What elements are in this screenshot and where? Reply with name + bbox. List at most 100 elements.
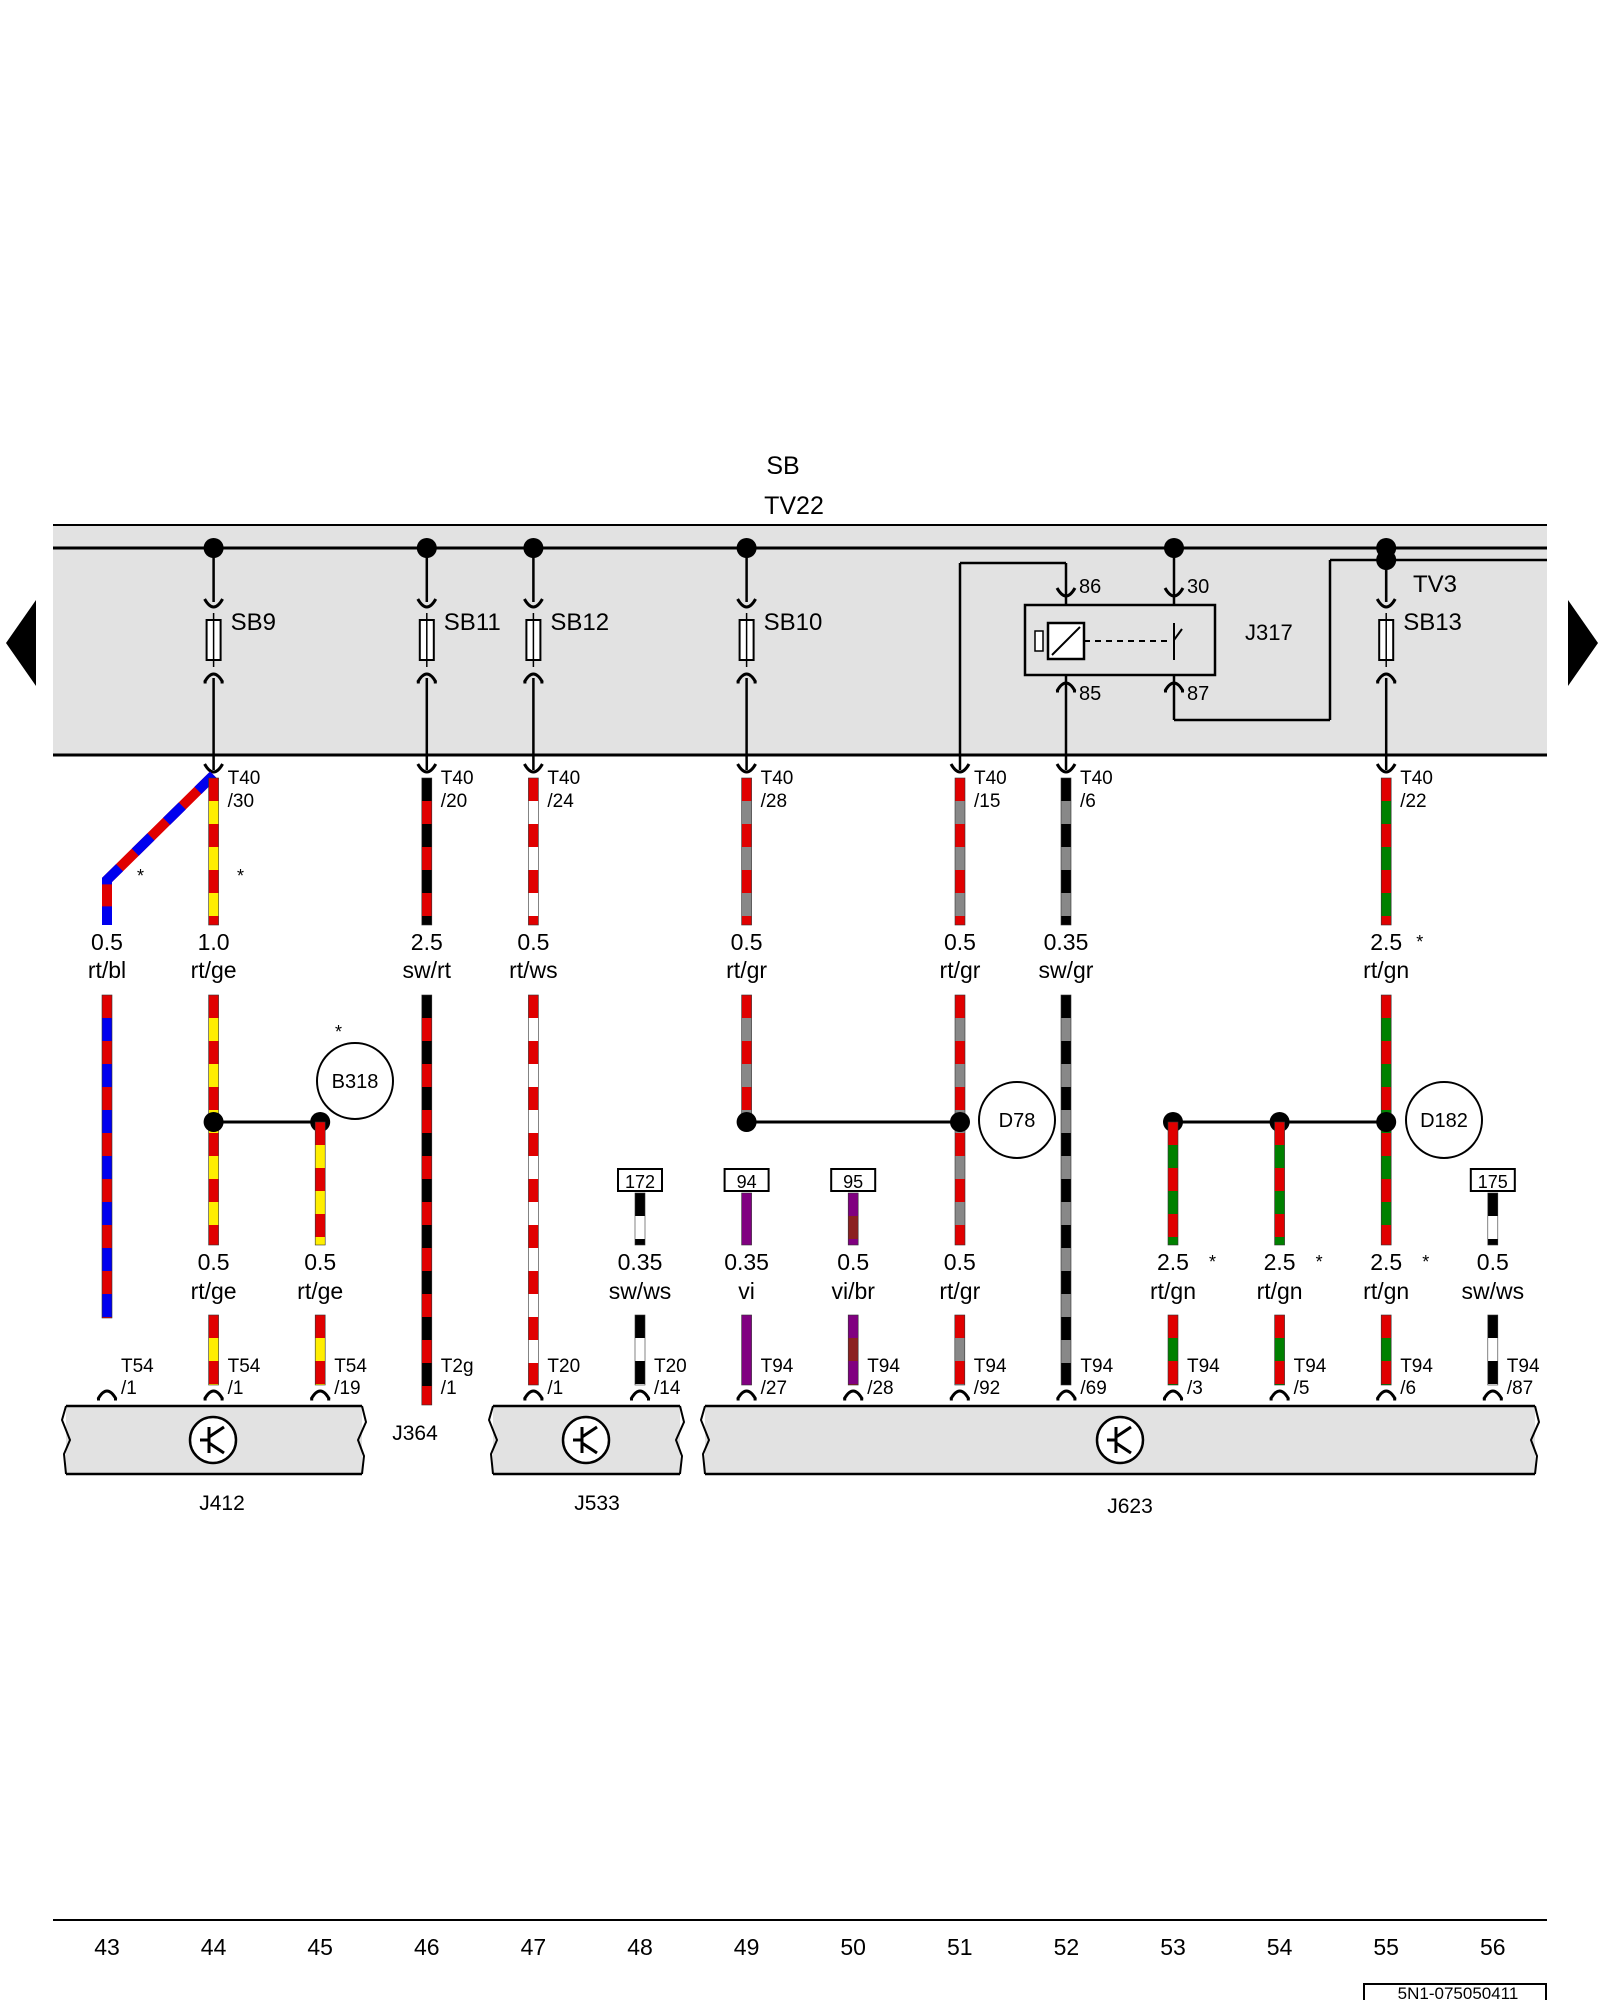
wire-stripe-segment [1274,1361,1285,1384]
ref-box-175-label: 175 [1478,1172,1508,1192]
wire-outline [208,777,219,926]
plug-arc [736,672,757,683]
wire-55-lower-size-label: 2.5 [1370,1249,1402,1275]
wire-stripe-segment [1061,1110,1071,1133]
wire-51-lower-size-label: 0.5 [944,1249,976,1275]
wire-stripe-segment [741,1041,752,1064]
wire-outline [741,1314,752,1386]
wire-45-middle [314,1121,326,1246]
wire-stripe-segment [102,1087,112,1110]
wire-50-lower-size-label: 0.5 [837,1249,869,1275]
icon-collector [208,1425,225,1439]
wire-stripe-segment [102,995,112,1018]
connector-top-52-pin: /6 [1080,791,1096,812]
wire-stripe-segment [1274,1338,1285,1361]
fuse-socket-top [736,598,757,609]
connector-top-47-socket [523,763,544,774]
wire-56-lower-color-label: sw/ws [1461,1278,1524,1304]
column-number-46: 46 [414,1934,440,1960]
column-number-44: 44 [201,1934,227,1960]
icon-emitter [581,1441,598,1455]
connector-top-44-pin: /30 [228,791,254,812]
wire-49-lower-size-label: 0.35 [724,1249,769,1275]
wire-stripe-segment [208,916,219,925]
socket-arc [203,763,224,774]
wire-stripe-segment [1487,1338,1498,1361]
wire-stripe-segment [1381,1041,1392,1064]
wire-stripe-segment [1061,1363,1071,1385]
wire-stripe-segment [1381,1156,1392,1179]
unit-right-break [1529,1405,1541,1475]
wire-55-lower-star: * [1422,1252,1429,1272]
next-page-button[interactable] [1566,598,1600,688]
connector-bottom-53-plug [1162,1389,1184,1401]
wire-stripe-segment [1168,1315,1178,1338]
column-number-52: 52 [1054,1934,1080,1960]
wire-stripe-segment [955,1133,965,1156]
triangle-left-icon [6,600,36,686]
wire-stripe-segment [1061,1018,1071,1041]
plug-arc [203,1389,224,1400]
wire-stripe-segment [1381,847,1392,870]
wire-outline [314,1121,326,1246]
wire-outline [1380,1314,1392,1386]
wire-55-size-label: 2.5 [1370,929,1402,955]
plug-arc [1056,1389,1077,1400]
wire-stripe-segment [955,995,965,1018]
wire-stripe-segment [1487,1361,1498,1384]
wire-outline [421,777,433,926]
wire-stripe-segment [1168,1145,1178,1168]
fuse-sb10 [738,548,755,770]
wire-49-color-label: rt/gr [726,957,767,983]
wire-stripe-segment [1381,1384,1392,1385]
wire-stripe-segment [1061,1340,1071,1363]
fuse-carrier-panel [53,525,1547,755]
wire-44-upper [208,777,219,926]
wire-stripe-segment [1061,1087,1071,1110]
wire-stripe-segment [102,1317,112,1318]
relay-pin-85-label: 85 [1079,683,1101,705]
column-number-53: 53 [1160,1934,1186,1960]
socket-arc [736,598,757,609]
wire-stripe-segment [528,778,539,801]
component-j623-label: J623 [1107,1495,1153,1518]
wire-stripe-segment [315,1122,326,1145]
wire-stripe-segment [1168,1384,1178,1385]
wire-stripe-segment [102,1156,112,1179]
fuse-socket-bottom [523,672,544,684]
wire-43-color-label: rt/bl [88,957,126,983]
connector-bottom-48-name: T20 [654,1356,687,1377]
wire-52-upper [1060,777,1072,926]
wire-stripe-segment [741,1239,752,1245]
column-number-49: 49 [734,1934,760,1960]
fuse-socket-top [523,598,544,609]
relay-label-j317: J317 [1245,620,1293,645]
wire-outline [741,1192,752,1246]
wire-stripe-segment [1274,1145,1285,1168]
component-j533-label: J533 [574,1492,620,1515]
splice-b318-star: * [335,1022,342,1042]
connector-top-49-pin: /28 [761,791,787,812]
wire-stripe-segment [528,1202,539,1225]
previous-page-button[interactable] [4,598,38,688]
plug-arc [1482,1389,1504,1400]
wire-46-size-label: 2.5 [411,929,443,955]
wire-48-lower-size-label: 0.35 [618,1249,663,1275]
plug-arc [203,672,224,683]
wire-46-color-label: sw/rt [403,957,452,983]
wire-stripe-segment [528,1179,539,1202]
wire-45-lower-color-label: rt/ge [297,1278,343,1304]
wire-outline [1274,1314,1285,1386]
connector-bottom-51-pin: /92 [974,1378,1000,1399]
socket-arc [1375,598,1397,609]
wire-49-lower [741,1314,752,1386]
wire-52-color-label: sw/gr [1039,957,1094,983]
splice-d182-label: D182 [1420,1110,1468,1132]
wire-45-lower [314,1314,326,1386]
wire-stripe-segment [421,824,432,847]
wire-stripe-segment [421,847,432,870]
wire-stripe-segment [102,1202,112,1225]
fuse-label-sb11: SB11 [444,609,501,636]
wire-stripe-segment [421,1179,432,1202]
unit-right-break [674,1405,686,1475]
